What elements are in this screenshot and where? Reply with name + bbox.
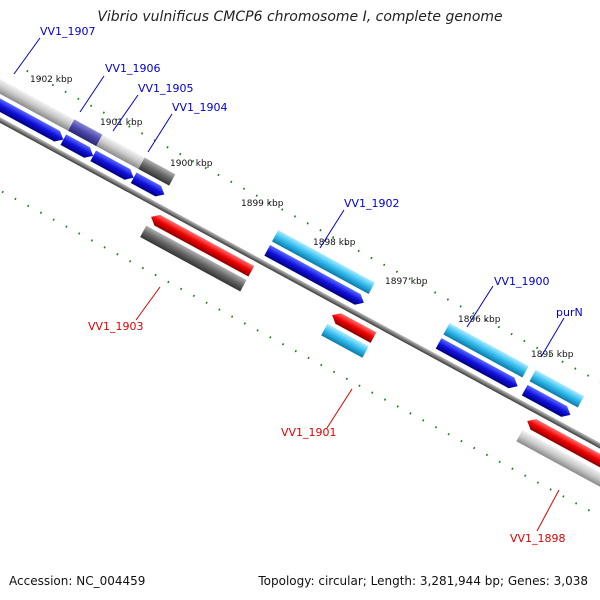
callout-line <box>135 286 161 321</box>
tick-label: 1897 kbp <box>385 277 428 287</box>
cds-arrow-vv1-1906[interactable] <box>0 84 66 145</box>
cds-arrow-vv1-1904b[interactable] <box>130 172 167 199</box>
cds-arrow-vv1-1902[interactable] <box>264 245 366 308</box>
gene-feature-vv1-1903[interactable] <box>140 225 247 292</box>
tick-label: 1902 kbp <box>30 75 73 85</box>
sequence-backbone <box>0 89 600 476</box>
callout-line <box>540 317 565 358</box>
cds-arrow-vv1-1905[interactable] <box>60 134 96 161</box>
gene-feature-purn[interactable] <box>529 369 585 408</box>
tick-label: 1896 kbp <box>458 315 501 325</box>
gene-label-vv1-1907[interactable]: VV1_1907 <box>40 25 96 38</box>
callout-line <box>319 209 345 249</box>
tick-label: 1900 kbp <box>170 159 213 169</box>
callout-line <box>466 285 494 328</box>
gene-label-vv1-1906[interactable]: VV1_1906 <box>105 62 161 75</box>
cds-arrow-purn[interactable] <box>521 384 573 420</box>
tick-label: 1898 kbp <box>313 238 356 248</box>
tick-label: 1899 kbp <box>241 199 284 209</box>
map-title: Vibrio vulnificus CMCP6 chromosome I, co… <box>97 9 503 25</box>
feature-track <box>0 69 600 529</box>
callout-line <box>79 75 105 113</box>
tick-label: 1901 kbp <box>100 118 143 128</box>
gene-label-vv1-1898[interactable]: VV1_1898 <box>510 532 566 545</box>
gene-label-vv1-1905[interactable]: VV1_1905 <box>138 82 194 95</box>
gene-feature-vv1-1901[interactable] <box>321 323 369 358</box>
callout-line <box>112 94 139 132</box>
cds-arrow-vv1-1901[interactable] <box>329 310 377 343</box>
cds-arrow-vv1-1904[interactable] <box>90 150 136 183</box>
tick-label: 1895 kbp <box>531 350 574 360</box>
gene-feature-vv1-1898[interactable] <box>516 429 600 505</box>
accession-label: Accession: NC_004459 <box>9 574 146 588</box>
callout-line <box>147 113 173 153</box>
callout-line <box>536 489 560 532</box>
gene-feature-vv1-1900[interactable] <box>443 323 529 378</box>
gene-feature-vv1-1907[interactable] <box>0 69 75 131</box>
callout-line <box>326 388 353 429</box>
gene-label-purn[interactable]: purN <box>556 306 583 319</box>
gene-feature-vv1-1905[interactable] <box>96 134 145 169</box>
gene-feature-vv1-1904[interactable] <box>138 157 176 186</box>
gene-feature-vv1-1906[interactable] <box>68 119 103 147</box>
gene-feature-vv1-1902[interactable] <box>271 230 375 294</box>
topology-summary: Topology: circular; Length: 3,281,944 bp… <box>258 574 588 588</box>
callout-line <box>13 37 41 75</box>
gene-label-vv1-1903[interactable]: VV1_1903 <box>88 320 144 333</box>
cds-arrow-vv1-1900[interactable] <box>435 338 521 391</box>
gene-label-vv1-1901[interactable]: VV1_1901 <box>281 426 337 439</box>
gene-label-vv1-1904[interactable]: VV1_1904 <box>172 101 228 114</box>
gene-label-vv1-1902[interactable]: VV1_1902 <box>344 197 400 210</box>
cds-arrow-vv1-1898[interactable] <box>524 416 600 490</box>
gene-label-vv1-1900[interactable]: VV1_1900 <box>494 275 550 288</box>
cds-arrow-vv1-1903[interactable] <box>148 212 255 277</box>
